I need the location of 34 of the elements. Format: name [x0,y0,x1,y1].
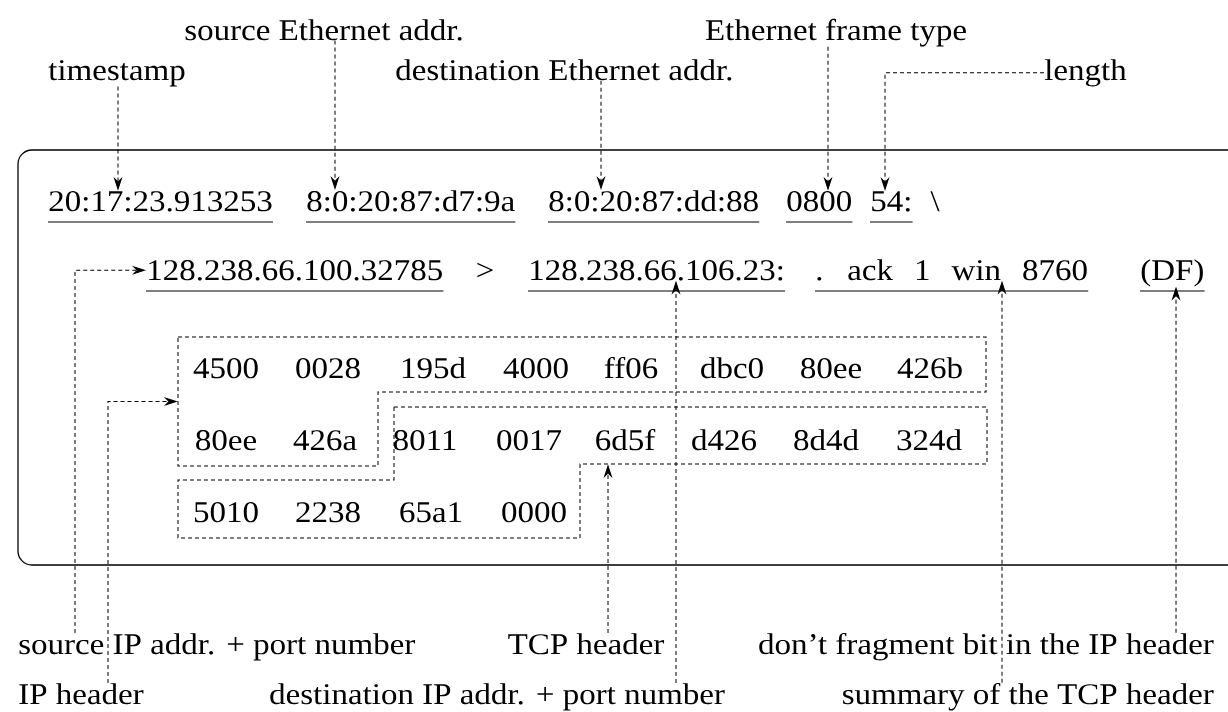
underlined-field: 54: [869,191,914,223]
annotation-label: don’t fragment bit in the IP header [759,632,1214,661]
annotation-label: source IP addr. + port number [19,633,416,661]
underlined-field: 8:0:20:87:dd:88 [547,190,760,223]
annotation-label: destination Ethernet addr. [396,59,732,81]
annotation-label: TCP header [508,633,665,655]
annotation-label: destination IP addr. + port number [270,683,725,711]
leader-line [1172,287,1180,634]
leader-line [114,86,122,190]
leader-line [824,46,832,190]
leader-line [998,281,1006,684]
leader-line [881,72,1045,190]
separator-symbol: > [477,262,493,278]
underlined-field: 128.238.66.100.32785 [145,260,444,292]
leader-line [74,266,145,634]
leader-line [331,40,339,189]
annotation-label: timestamp [48,60,185,87]
annotation-label: summary of the TCP header [843,682,1214,711]
leader-line [672,281,680,684]
underlined-field: . ack 1 win 8760 [814,259,1089,292]
underlined-field: 8:0:20:87:d7:9a [305,190,516,223]
annotation-label: length [1044,59,1127,87]
underlined-field: 0800 [785,191,853,223]
capture-frame [17,149,1228,566]
leader-line [107,397,177,684]
leader-line [597,80,605,189]
separator-symbol: \ [930,191,940,212]
underlined-field: 128.238.66.106.23: [527,260,786,292]
leader-line [604,465,612,634]
annotation-label: source Ethernet addr. [185,19,462,41]
annotation-label: IP header [19,683,144,705]
underlined-field: 20:17:23.913253 [47,191,274,223]
annotation-label: Ethernet frame type [705,18,966,47]
underlined-field: (DF) [1139,259,1206,292]
